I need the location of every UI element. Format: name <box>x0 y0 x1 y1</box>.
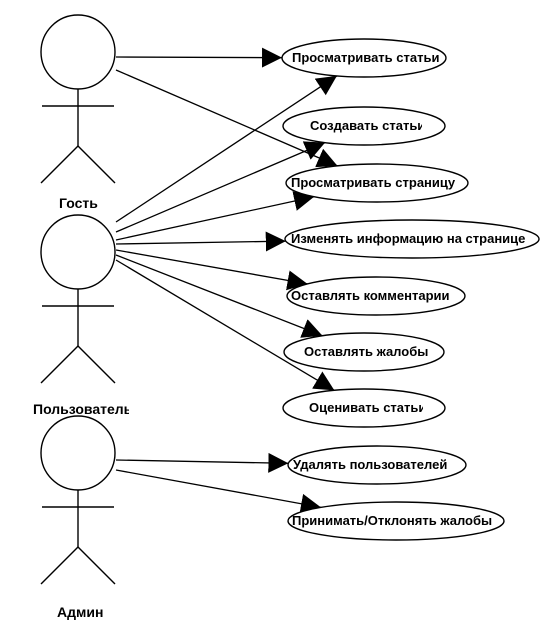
use-case-create-articles-ellipse <box>282 106 446 146</box>
association-user-uc6 <box>115 254 323 338</box>
use-case-view-page-ellipse <box>285 163 469 203</box>
actor-admin-left-leg <box>40 546 79 585</box>
association-user-uc5 <box>115 249 308 291</box>
use-case-leave-comments-ellipse <box>286 276 466 316</box>
use-case-view-articles: Просматривать статьи <box>292 50 440 65</box>
actor-user-figure <box>40 214 116 384</box>
association-admin-uc8 <box>115 452 289 473</box>
actor-guest-figure <box>40 14 116 184</box>
actor-guest-name: Гость <box>59 195 98 211</box>
use-case-accept-reject-complaints: Принимать/Отклонять жалобы <box>292 513 493 528</box>
association-admin-uc9 <box>115 469 322 514</box>
association-user-uc2 <box>115 141 326 233</box>
actor-guest-head <box>40 14 116 90</box>
use-case-rate-articles-ellipse <box>282 388 446 428</box>
association-user-uc1 <box>115 75 338 223</box>
use-case-view-page: Просматривать страницу <box>291 175 456 190</box>
associations-layer <box>115 47 338 514</box>
use-case-leave-complaints-ellipse <box>283 332 445 372</box>
use-case-leave-comments: Оставлять комментарии <box>291 288 450 303</box>
use-case-leave-complaints: Оставлять жалобы <box>304 344 429 359</box>
actor-user-name: Пользователь <box>33 401 129 417</box>
use-case-create-articles: Создавать статьи <box>310 118 422 133</box>
actor-user-head <box>40 214 116 290</box>
actor-admin-name: Админ <box>57 604 104 620</box>
actor-admin-figure <box>40 415 116 585</box>
use-case-rate-articles: Оценивать статьи <box>309 400 423 415</box>
actor-admin-right-leg <box>77 546 116 585</box>
use-case-accept-reject-complaints-ellipse <box>287 501 505 541</box>
association-user-uc3 <box>115 191 315 241</box>
use-case-view-articles-ellipse <box>281 38 447 78</box>
use-case-edit-page-info-ellipse <box>284 219 540 259</box>
actors-layer <box>40 14 116 585</box>
actor-guest-left-leg <box>40 145 79 184</box>
use-cases-layer <box>281 38 540 541</box>
association-guest-uc1 <box>115 47 283 68</box>
actor-user-right-leg <box>77 345 116 384</box>
actor-admin-head <box>40 415 116 491</box>
use-case-edit-page-info: Изменять информацию на странице <box>291 231 526 246</box>
association-guest-uc3 <box>115 69 338 168</box>
actor-user-left-leg <box>40 345 79 384</box>
use-case-delete-users: Удалять пользователей <box>293 457 448 472</box>
actor-guest-right-leg <box>77 145 116 184</box>
association-user-uc4 <box>115 231 286 252</box>
use-case-delete-users-ellipse <box>287 445 467 485</box>
association-user-uc7 <box>115 259 335 391</box>
